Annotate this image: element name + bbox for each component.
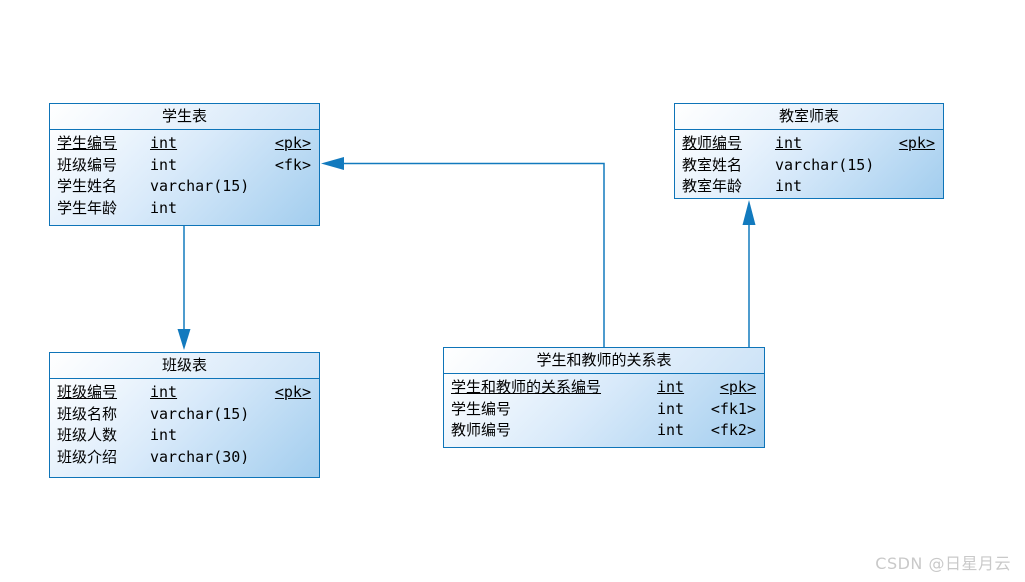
column-name: 班级编号 [57,155,118,174]
column-type: int [150,198,178,217]
column-row: 班级介绍 varchar(30) [57,447,311,469]
column-name: 班级介绍 [57,447,118,466]
column-type: int [775,134,803,152]
entity-title: 学生和教师的关系表 [444,348,764,374]
entity-columns: 学生编号 int <pk> 班级编号 int <fk> 学生姓名 varchar… [50,130,319,225]
column-row: 教师编号 int <fk2> [451,420,756,442]
column-type: int [150,426,178,444]
connector-relation-to-student[interactable] [321,157,605,347]
column-name: 学生编号 [451,399,512,418]
key-tag: <fk2> [710,421,756,439]
column-type: int [150,134,178,152]
entity-title: 教室师表 [675,104,943,130]
key-tag: <pk> [898,134,935,152]
key-tag: <pk> [719,378,756,396]
key-tag: <fk1> [710,399,756,418]
column-type: varchar(15) [150,177,250,195]
key-tag: <pk> [274,383,311,401]
column-name: 教师编号 [451,421,512,439]
column-type: int [657,378,685,396]
column-row: 学生姓名 varchar(15) [57,176,311,198]
entity-title: 学生表 [50,104,319,130]
column-row: 班级人数 int [57,425,311,447]
entity-columns: 教师编号 int <pk> 教室姓名 varchar(15) 教室年龄 int [675,130,943,198]
column-type: int [657,421,685,439]
connector-student-to-class[interactable] [177,226,191,350]
column-type: varchar(15) [150,404,250,423]
column-type: varchar(15) [775,155,875,174]
column-row: 教师编号 int <pk> [682,133,935,155]
column-row: 班级名称 varchar(15) [57,404,311,426]
column-row: 教室年龄 int [682,176,935,198]
csdn-watermark: CSDN @日星月云 [875,554,1011,573]
column-name: 学生姓名 [57,177,118,195]
column-name: 班级名称 [57,404,118,423]
column-name: 学生年龄 [57,198,118,217]
column-type: int [150,383,178,401]
column-row: 学生编号 int <pk> [57,133,311,155]
column-name: 学生和教师的关系编号 [451,378,602,396]
connector-relation-to-teacher[interactable] [742,200,756,347]
column-row: 学生编号 int <fk1> [451,399,756,421]
entity-class-table[interactable]: 班级表 班级编号 int <pk> 班级名称 varchar(15) 班级人数 … [49,352,320,478]
column-row: 教室姓名 varchar(15) [682,155,935,177]
column-row: 学生和教师的关系编号 int <pk> [451,377,756,399]
column-row: 班级编号 int <pk> [57,382,311,404]
column-name: 班级人数 [57,426,118,444]
column-type: int [150,155,178,174]
key-tag: <pk> [274,134,311,152]
column-name: 学生编号 [57,134,118,152]
column-row: 学生年龄 int [57,198,311,220]
column-name: 教师编号 [682,134,743,152]
key-tag: <fk> [274,155,311,174]
column-type: varchar(30) [150,447,250,466]
column-name: 教室年龄 [682,177,743,195]
entity-title: 班级表 [50,353,319,379]
column-name: 教室姓名 [682,155,743,174]
column-name: 班级编号 [57,383,118,401]
column-type: int [657,399,685,418]
entity-student-teacher-relation-table[interactable]: 学生和教师的关系表 学生和教师的关系编号 int <pk> 学生编号 int <… [443,347,765,448]
entity-columns: 学生和教师的关系编号 int <pk> 学生编号 int <fk1> 教师编号 … [444,374,764,447]
column-row: 班级编号 int <fk> [57,155,311,177]
column-type: int [775,177,803,195]
entity-columns: 班级编号 int <pk> 班级名称 varchar(15) 班级人数 int … [50,379,319,477]
entity-student-table[interactable]: 学生表 学生编号 int <pk> 班级编号 int <fk> 学生姓名 var… [49,103,320,226]
entity-teacher-table[interactable]: 教室师表 教师编号 int <pk> 教室姓名 varchar(15) 教室年龄… [674,103,944,199]
